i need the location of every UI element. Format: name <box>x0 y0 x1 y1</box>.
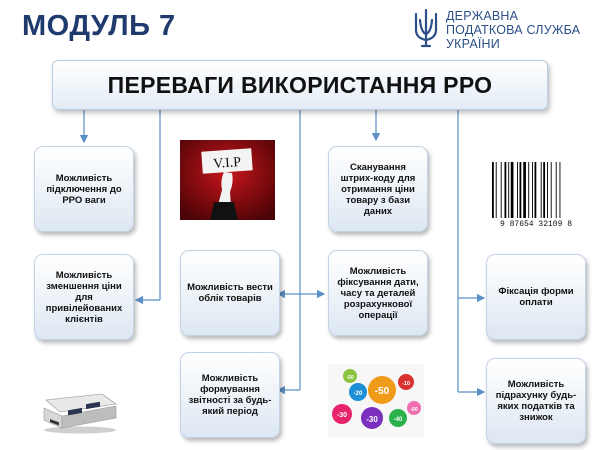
barcode-bar <box>528 162 530 218</box>
agency-name-line1: ДЕРЖАВНА <box>446 9 519 23</box>
card-datetime-fixation: Можливість фіксування дати, часу та дета… <box>328 250 428 336</box>
barcode-bar <box>543 162 546 218</box>
card-reporting-text: Можливість формування звітності за будь-… <box>188 373 272 417</box>
electronic-scale-image <box>43 393 118 434</box>
trident-emblem-icon <box>414 8 438 48</box>
barcode-bar <box>508 162 510 218</box>
card-barcode-scanning-text: Сканування штрих-коду для отримання ціни… <box>340 161 416 217</box>
barcode-bar <box>519 162 522 218</box>
barcode-bar <box>504 162 507 218</box>
barcode-bar <box>517 162 518 218</box>
vip-card-text: V.I.P <box>213 155 242 172</box>
card-goods-accounting-text: Можливість вести облік товарів <box>187 282 273 304</box>
barcode-bar <box>492 162 494 218</box>
barcode-bar <box>500 162 502 218</box>
vip-card-image: V.I.P <box>180 140 275 220</box>
card-scales-connection-text: Можливість підключення до РРО ваги <box>46 172 122 206</box>
barcode-bar <box>510 162 514 218</box>
discount-label-7: -30 <box>366 415 378 424</box>
card-barcode-scanning: Сканування штрих-коду для отримання ціни… <box>328 146 428 232</box>
barcode-bar <box>523 162 526 218</box>
discount-label-4: -40 <box>394 417 403 423</box>
discount-label-8: -50 <box>346 375 353 381</box>
barcode-image: 9 87654 32109 8 <box>492 162 572 229</box>
barcode-bar <box>547 162 548 218</box>
agency-name-line2: ПОДАТКОВА СЛУЖБА <box>446 23 581 37</box>
discount-label-2: -50 <box>375 386 390 397</box>
card-goods-accounting: Можливість вести облік товарів <box>180 250 280 336</box>
discount-label-3: -20 <box>354 391 363 397</box>
card-datetime-fixation-text: Можливість фіксування дати, часу та дета… <box>337 265 419 321</box>
card-payment-form-text: Фіксація форми оплати <box>498 286 574 308</box>
card-reporting: Можливість формування звітності за будь-… <box>180 352 280 438</box>
discount-label-6: -60 <box>410 407 417 413</box>
barcode-bar <box>559 162 561 218</box>
agency-name-line3: УКРАЇНИ <box>446 37 500 51</box>
card-price-reduction-text: Можливість зменшення ціни для привілейов… <box>45 269 123 325</box>
card-price-reduction: Можливість зменшення ціни для привілейов… <box>34 254 134 340</box>
discount-label-5: -10 <box>402 381 410 387</box>
discount-badges-image: -30 -50 -20 -40 -10 -60 -30 -50 <box>328 364 424 438</box>
main-title-box: ПЕРЕВАГИ ВИКОРИСТАННЯ РРО <box>52 60 548 110</box>
tax-service-logo: ДЕРЖАВНА ПОДАТКОВА СЛУЖБА УКРАЇНИ <box>412 8 592 51</box>
module-title: МОДУЛЬ 7 <box>22 10 176 42</box>
agency-name: ДЕРЖАВНА ПОДАТКОВА СЛУЖБА УКРАЇНИ <box>446 9 580 51</box>
barcode-bar <box>495 162 497 218</box>
barcode-bar <box>534 162 537 218</box>
barcode-digits: 9 87654 32109 8 <box>500 220 572 229</box>
card-scales-connection: Можливість підключення до РРО ваги <box>34 146 134 232</box>
card-taxes-discounts: Можливість підрахунку будь-яких податків… <box>486 358 586 444</box>
discount-label-1: -30 <box>337 412 347 419</box>
barcode-bar <box>532 162 533 218</box>
card-taxes-discounts-text: Можливість підрахунку будь-яких податків… <box>495 379 577 423</box>
card-payment-form: Фіксація форми оплати <box>486 254 586 340</box>
barcode-bar <box>550 162 552 218</box>
barcode-bar <box>540 162 542 218</box>
barcode-bar <box>555 162 557 218</box>
